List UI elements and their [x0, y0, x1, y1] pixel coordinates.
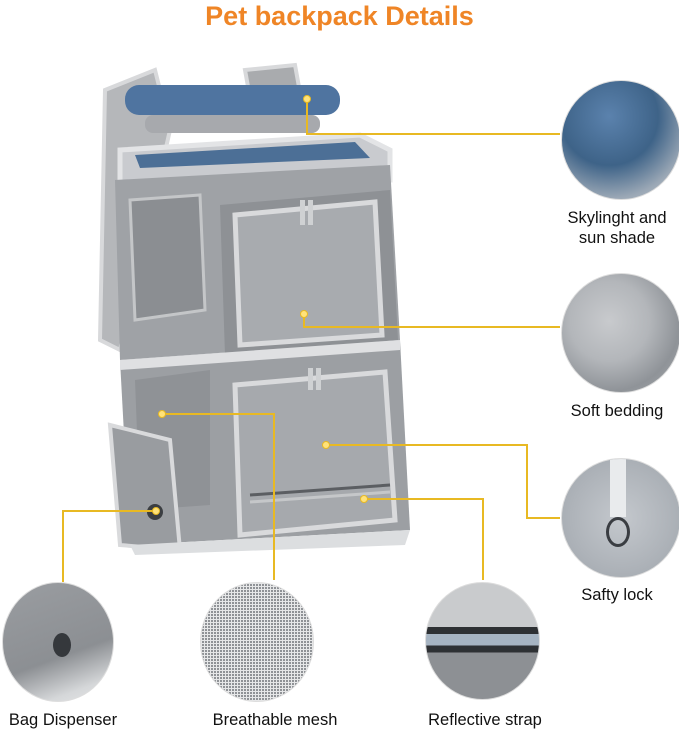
page-title: Pet backpack Details — [205, 1, 474, 31]
feature-label-skylight-line1: Skylinght and — [567, 209, 667, 227]
detail-soft-bedding-image — [561, 273, 679, 393]
feature-label-bag-dispenser: Bag Dispenser — [8, 711, 118, 729]
feature-label-soft-bedding: Soft bedding — [570, 402, 664, 420]
feature-label-reflective-strap: Reflective strap — [428, 711, 542, 729]
detail-skylight-image — [561, 80, 679, 200]
detail-safety-lock-image — [561, 458, 679, 578]
pet-backpack-image — [97, 62, 410, 555]
feature-label-safety-lock: Safty lock — [581, 586, 653, 604]
detail-reflective-strap-image — [425, 582, 540, 700]
strap-icon — [610, 459, 626, 517]
feature-label-skylight: Skylinght and sun shade — [555, 208, 679, 248]
dispenser-hole-icon — [53, 633, 71, 657]
feature-label-breathable-mesh: Breathable mesh — [212, 711, 338, 729]
detail-breathable-mesh-image — [200, 582, 314, 702]
hook-icon — [606, 517, 630, 547]
feature-label-skylight-line2: sun shade — [578, 229, 656, 247]
detail-bag-dispenser-image — [2, 582, 114, 702]
